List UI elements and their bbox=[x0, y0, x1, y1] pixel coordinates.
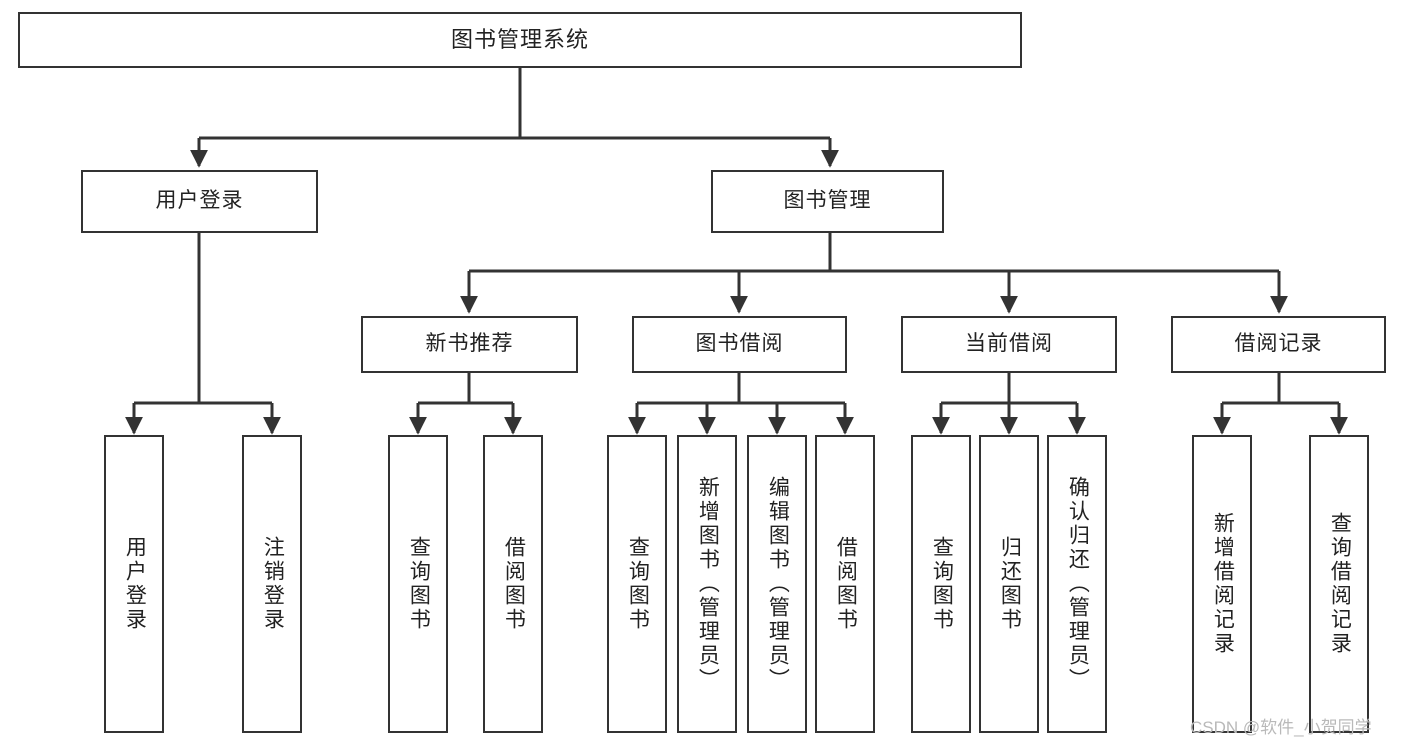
node-user-login-label: 用户登录 bbox=[155, 189, 244, 213]
csdn-watermark: CSDN @软件_小贺同学 bbox=[1190, 718, 1372, 737]
node-book-borrow-label: 图书借阅 bbox=[695, 332, 784, 356]
node-leaf-confirm-return-label: 确认归还（管理员） bbox=[1066, 476, 1090, 692]
node-new-book-recommend[interactable]: 新书推荐 bbox=[361, 316, 578, 373]
node-leaf-borrow-book-2-label: 借阅图书 bbox=[834, 536, 858, 632]
node-leaf-edit-book[interactable]: 编辑图书（管理员） bbox=[747, 435, 807, 733]
node-leaf-return-book[interactable]: 归还图书 bbox=[979, 435, 1039, 733]
node-leaf-borrow-book-1[interactable]: 借阅图书 bbox=[483, 435, 543, 733]
node-leaf-query-book-3[interactable]: 查询图书 bbox=[911, 435, 971, 733]
node-user-login[interactable]: 用户登录 bbox=[81, 170, 318, 233]
node-leaf-borrow-book-2[interactable]: 借阅图书 bbox=[815, 435, 875, 733]
node-leaf-query-book-1[interactable]: 查询图书 bbox=[388, 435, 448, 733]
node-leaf-logout-login-label: 注销登录 bbox=[261, 536, 285, 632]
node-root[interactable]: 图书管理系统 bbox=[18, 12, 1022, 68]
node-leaf-confirm-return[interactable]: 确认归还（管理员） bbox=[1047, 435, 1107, 733]
node-leaf-add-book[interactable]: 新增图书（管理员） bbox=[677, 435, 737, 733]
node-leaf-add-record-label: 新增借阅记录 bbox=[1211, 512, 1235, 656]
node-leaf-return-book-label: 归还图书 bbox=[998, 536, 1022, 632]
node-book-manage-label: 图书管理 bbox=[783, 189, 872, 213]
node-current-borrow-label: 当前借阅 bbox=[965, 332, 1053, 356]
node-leaf-query-book-1-label: 查询图书 bbox=[407, 536, 431, 632]
node-root-label: 图书管理系统 bbox=[450, 27, 589, 53]
node-new-book-recommend-label: 新书推荐 bbox=[425, 332, 514, 356]
node-leaf-logout-login[interactable]: 注销登录 bbox=[242, 435, 302, 733]
node-leaf-user-login-label: 用户登录 bbox=[123, 536, 147, 632]
node-leaf-edit-book-label: 编辑图书（管理员） bbox=[766, 476, 790, 692]
node-leaf-query-book-3-label: 查询图书 bbox=[930, 536, 954, 632]
node-leaf-query-record[interactable]: 查询借阅记录 bbox=[1309, 435, 1369, 733]
node-current-borrow[interactable]: 当前借阅 bbox=[901, 316, 1117, 373]
node-book-manage[interactable]: 图书管理 bbox=[711, 170, 944, 233]
node-leaf-add-record[interactable]: 新增借阅记录 bbox=[1192, 435, 1252, 733]
node-leaf-user-login[interactable]: 用户登录 bbox=[104, 435, 164, 733]
node-leaf-add-book-label: 新增图书（管理员） bbox=[696, 476, 720, 692]
node-book-borrow[interactable]: 图书借阅 bbox=[632, 316, 847, 373]
node-leaf-query-book-2[interactable]: 查询图书 bbox=[607, 435, 667, 733]
node-leaf-query-book-2-label: 查询图书 bbox=[626, 536, 650, 632]
node-leaf-borrow-book-1-label: 借阅图书 bbox=[502, 536, 526, 632]
node-leaf-query-record-label: 查询借阅记录 bbox=[1328, 512, 1352, 656]
node-borrow-record[interactable]: 借阅记录 bbox=[1171, 316, 1386, 373]
node-borrow-record-label: 借阅记录 bbox=[1234, 332, 1323, 356]
